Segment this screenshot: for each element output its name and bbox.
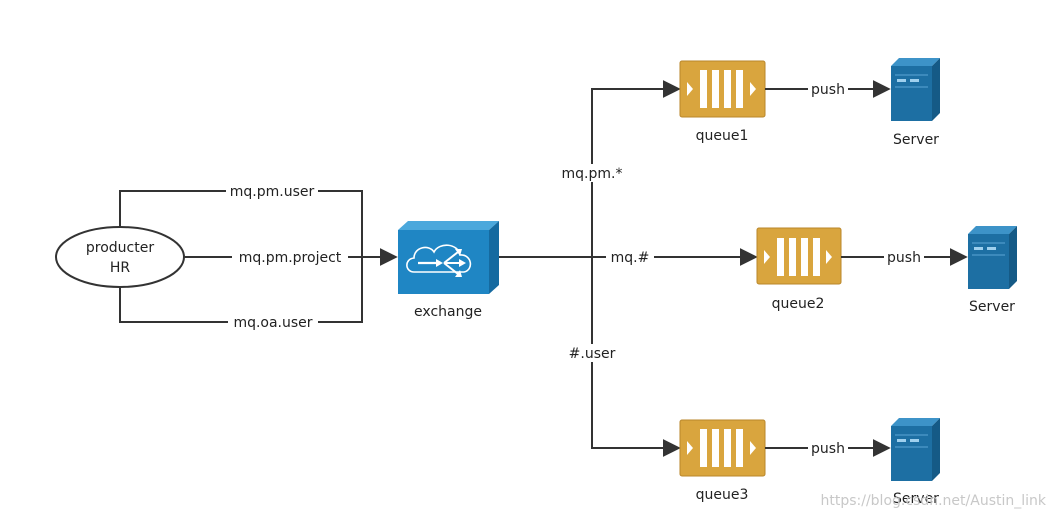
queue1-icon-right-arrow bbox=[750, 82, 756, 96]
binding-line-queue3 bbox=[591, 257, 681, 457]
routing-key-label-1: mq.pm.user bbox=[230, 184, 315, 200]
queue2-node: queue2 bbox=[756, 227, 842, 312]
push-label-bg-1 bbox=[808, 80, 848, 98]
server2-label: Server bbox=[969, 299, 1015, 315]
server3-icon-slot-2 bbox=[910, 439, 919, 442]
queue1-label: queue1 bbox=[696, 128, 749, 144]
exchange-icon-side bbox=[489, 221, 499, 294]
binding-label-bg-1 bbox=[558, 164, 626, 182]
server2-node: Server bbox=[968, 226, 1017, 315]
queue2-icon-bar-2 bbox=[789, 238, 796, 276]
producer-label-line1: producter bbox=[86, 240, 154, 256]
push-connectors: push push push bbox=[765, 80, 968, 457]
server1-icon-side bbox=[932, 58, 940, 121]
binding-label-3: #.user bbox=[569, 346, 616, 362]
queue3-node: queue3 bbox=[679, 419, 766, 503]
exchange-arrow-down bbox=[443, 262, 459, 275]
server2-icon-side bbox=[1009, 226, 1017, 289]
server-icon bbox=[891, 418, 940, 481]
server1-icon-slot-2 bbox=[910, 79, 919, 82]
queue1-icon-bar-1 bbox=[700, 70, 707, 108]
server1-icon-top bbox=[891, 58, 940, 66]
queue2-icon-bar-1 bbox=[777, 238, 784, 276]
push-label-bg-2 bbox=[884, 248, 924, 266]
queue1-icon-bar-3 bbox=[724, 70, 731, 108]
queue2-icon-bar-4 bbox=[813, 238, 820, 276]
routing-key-label-bg-3 bbox=[228, 313, 318, 331]
queue-icon bbox=[679, 419, 766, 477]
queue2-icon-bar-3 bbox=[801, 238, 808, 276]
exchange-arrow-up-head bbox=[455, 249, 462, 256]
server1-icon-slot-1 bbox=[897, 79, 906, 82]
exchange-icon-front bbox=[398, 230, 489, 294]
server3-icon-slot-1 bbox=[897, 439, 906, 442]
binding-label-bg-2 bbox=[606, 248, 654, 266]
routing-key-label-3: mq.oa.user bbox=[233, 315, 312, 331]
queue2-icon-left-arrow bbox=[764, 250, 770, 264]
server3-icon-front bbox=[891, 426, 932, 481]
queue3-icon-bar-4 bbox=[736, 429, 743, 467]
server2-icon-slot-2 bbox=[987, 247, 996, 250]
producer-ellipse bbox=[55, 226, 185, 288]
queue3-icon-left-arrow bbox=[687, 441, 693, 455]
server3-icon-top bbox=[891, 418, 940, 426]
server1-node: Server bbox=[891, 58, 940, 148]
queue3-label: queue3 bbox=[696, 487, 749, 503]
binding-label-1: mq.pm.* bbox=[562, 166, 623, 182]
server3-icon-side bbox=[932, 418, 940, 481]
routing-key-label-bg-1 bbox=[226, 182, 318, 200]
push-label-2: push bbox=[887, 250, 921, 266]
exchange-icon bbox=[398, 221, 499, 294]
exchange-node: exchange bbox=[398, 221, 499, 320]
server-icon bbox=[968, 226, 1017, 289]
server2-icon-top bbox=[968, 226, 1017, 234]
queue1-icon-bar-2 bbox=[712, 70, 719, 108]
push-label-bg-3 bbox=[808, 439, 848, 457]
push-label-1: push bbox=[811, 82, 845, 98]
server3-node: Server bbox=[891, 418, 940, 507]
binding-connectors: mq.pm.* mq.# #.user bbox=[499, 80, 758, 457]
binding-label-bg-3 bbox=[562, 344, 622, 362]
server1-icon-front bbox=[891, 66, 932, 121]
exchange-cloud-outline bbox=[406, 244, 472, 273]
watermark-text: https://blog.csdn.net/Austin_link bbox=[820, 493, 1046, 509]
queue2-icon-right-arrow bbox=[826, 250, 832, 264]
server3-label: Server bbox=[893, 491, 939, 507]
queue1-node: queue1 bbox=[679, 60, 766, 144]
queue-icon bbox=[679, 60, 766, 118]
binding-label-2: mq.# bbox=[611, 250, 650, 266]
queue1-icon-bar-4 bbox=[736, 70, 743, 108]
queue3-icon-right-arrow bbox=[750, 441, 756, 455]
exchange-icon-top bbox=[398, 221, 499, 230]
push-label-3: push bbox=[811, 441, 845, 457]
server2-icon-front bbox=[968, 234, 1009, 289]
producer-node: producter HR bbox=[55, 226, 185, 288]
binding-line-queue1 bbox=[591, 80, 681, 257]
queue3-icon-bar-1 bbox=[700, 429, 707, 467]
queue2-label: queue2 bbox=[772, 296, 825, 312]
server-icon bbox=[891, 58, 940, 121]
routing-key-label-2: mq.pm.project bbox=[239, 250, 342, 266]
exchange-arrow-mid-head bbox=[459, 259, 466, 267]
exchange-arrow-down-head bbox=[455, 270, 462, 277]
queue3-icon-bar-2 bbox=[712, 429, 719, 467]
server2-icon-slot-1 bbox=[974, 247, 983, 250]
exchange-arrow-up bbox=[443, 251, 459, 264]
queue-icon bbox=[756, 227, 842, 285]
exchange-arrow-in-head bbox=[436, 259, 443, 267]
producer-label-line2: HR bbox=[110, 260, 131, 276]
producer-connectors: mq.pm.user mq.pm.project mq.oa.user bbox=[119, 182, 398, 331]
exchange-label: exchange bbox=[414, 304, 482, 320]
queue1-icon-left-arrow bbox=[687, 82, 693, 96]
routing-key-label-bg-2 bbox=[232, 248, 348, 266]
queue3-icon-bar-3 bbox=[724, 429, 731, 467]
server1-label: Server bbox=[893, 132, 939, 148]
